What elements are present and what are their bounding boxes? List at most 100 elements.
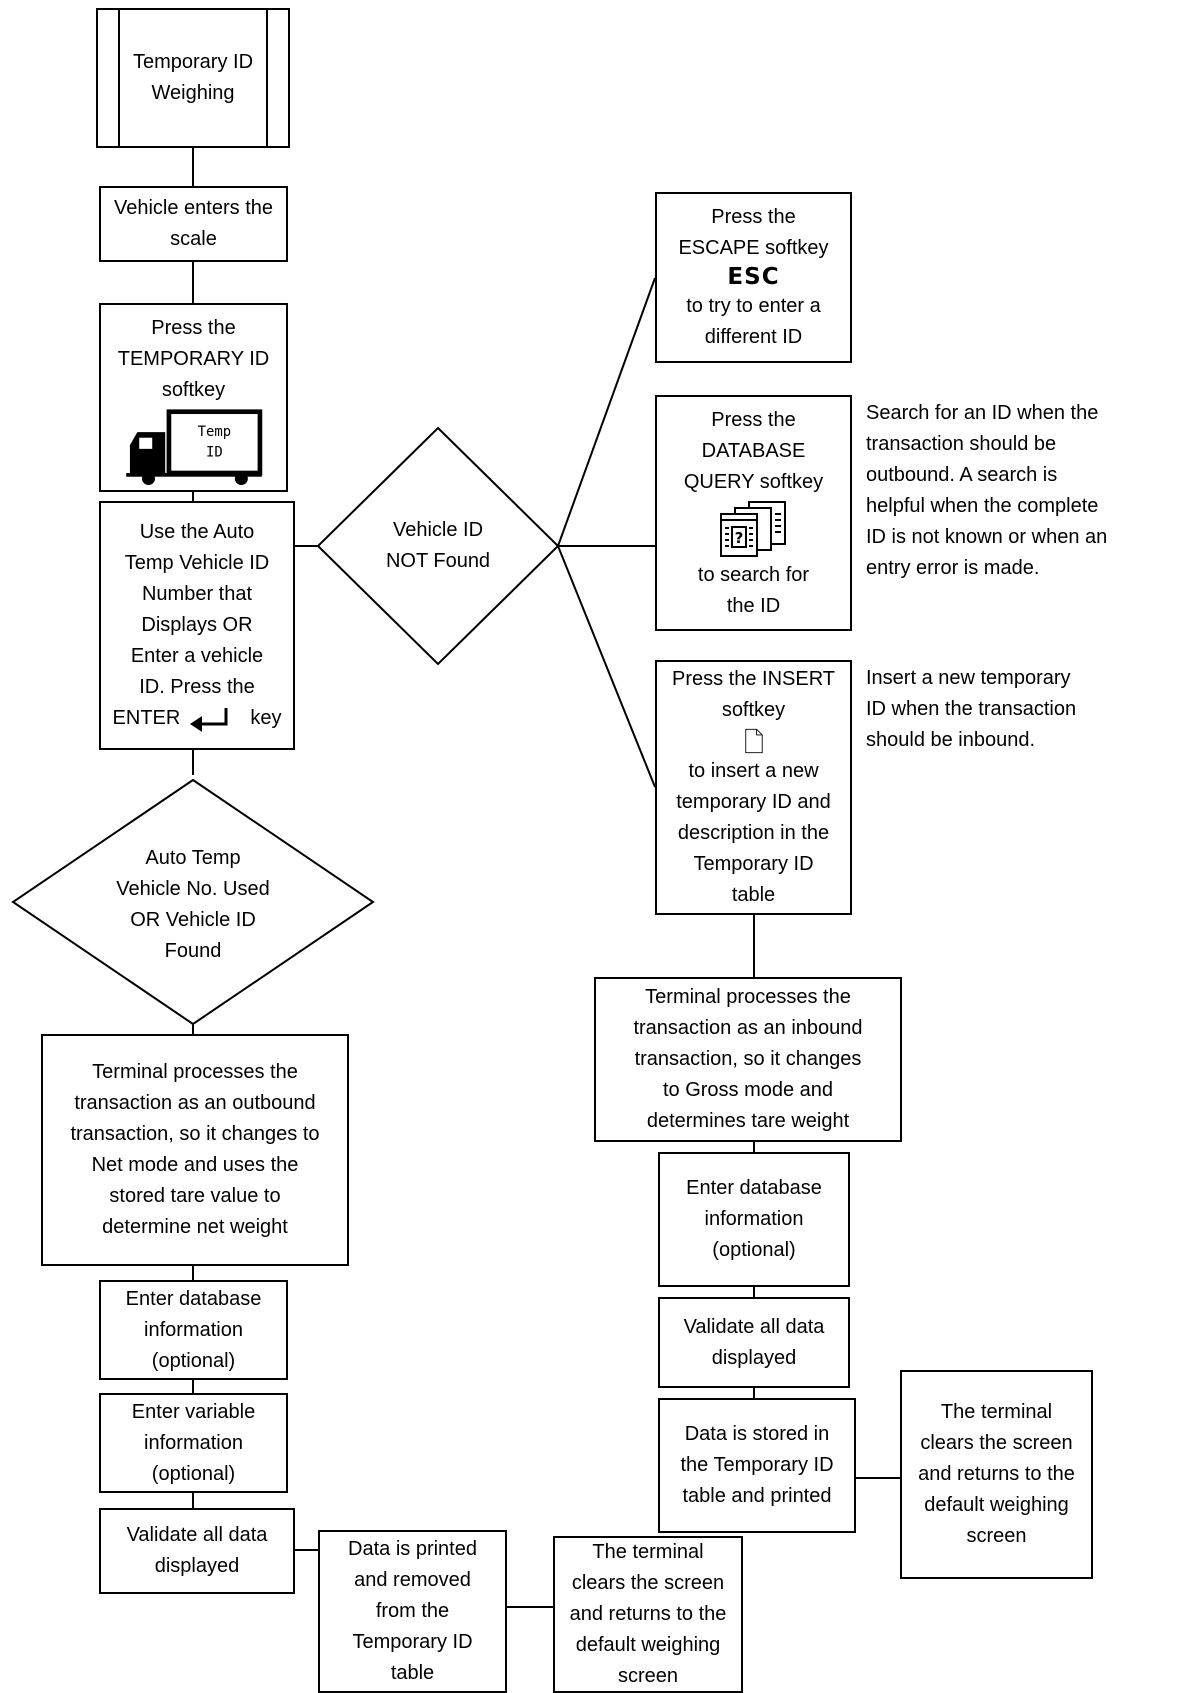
inbound-line-1: Terminal processes the <box>645 986 851 1008</box>
temp-icon-text-1: Temp <box>197 424 231 440</box>
start-process-box: Temporary ID Weighing <box>96 8 290 148</box>
right-clears-line-4: default weighing <box>924 1494 1069 1516</box>
right-clears-line-3: and returns to the <box>918 1463 1075 1485</box>
left-db-line-2: information <box>144 1318 243 1341</box>
right-enter-database-box: Enter database information (optional) <box>658 1152 850 1287</box>
outbound-line-1: Terminal processes the <box>92 1061 298 1083</box>
query-note-line-6: entry error is made. <box>866 557 1040 579</box>
vehicle-enters-box: Vehicle enters the scale <box>99 186 288 262</box>
left-printed-line-1: Data is printed <box>348 1538 477 1560</box>
database-query-icon: ? <box>719 500 786 557</box>
outbound-line-5: stored tare value to <box>109 1185 281 1207</box>
query-note-line-3: outbound. A search is <box>866 464 1058 486</box>
query-line-2: DATABASE <box>701 439 806 462</box>
right-stored-line-2: the Temporary ID <box>680 1454 834 1476</box>
esc-line-2: ESCAPE softkey <box>678 236 829 259</box>
found-line-3: OR Vehicle ID <box>130 909 256 931</box>
outbound-line-3: transaction, so it changes to <box>70 1123 320 1145</box>
not-found-line-2: NOT Found <box>385 550 491 572</box>
outbound-line-2: transaction as an outbound <box>74 1092 316 1114</box>
left-clears-line-2: clears the screen <box>571 1572 725 1594</box>
query-note-line-1: Search for an ID when the <box>866 402 1099 424</box>
left-printed-line-2: and removed <box>354 1569 471 1591</box>
right-db-line-1: Enter database <box>686 1177 822 1199</box>
insert-line-1: Press the INSERT <box>671 668 836 690</box>
right-stored-line-1: Data is stored in <box>684 1423 830 1445</box>
right-validate-line-1: Validate all data <box>683 1315 825 1338</box>
left-terminal-clears-box: The terminal clears the screen and retur… <box>553 1536 743 1693</box>
right-clears-line-5: screen <box>966 1525 1027 1547</box>
left-enter-database-box: Enter database information (optional) <box>99 1280 288 1380</box>
right-data-stored-box: Data is stored in the Temporary ID table… <box>658 1398 856 1533</box>
database-query-softkey-box: Press the DATABASE QUERY softkey ? to se… <box>655 395 852 631</box>
temp-icon-text-2: ID <box>206 444 223 460</box>
insert-note-line-1: Insert a new temporary <box>866 667 1071 689</box>
query-line-4: to search for <box>697 563 810 586</box>
insert-description-note: Insert a new temporary ID when the trans… <box>866 663 1166 756</box>
key-word: key <box>250 707 282 729</box>
inbound-line-4: to Gross mode and <box>662 1079 834 1101</box>
right-db-line-3: (optional) <box>712 1239 796 1261</box>
left-clears-line-4: default weighing <box>575 1634 721 1656</box>
right-db-line-2: information <box>704 1208 804 1230</box>
insert-document-icon <box>744 728 763 754</box>
left-clears-line-3: and returns to the <box>569 1603 727 1625</box>
temp-id-truck-icon: Temp ID <box>125 409 262 486</box>
inbound-line-2: transaction as an inbound <box>633 1017 863 1039</box>
temp-softkey-line-3: softkey <box>161 379 226 401</box>
query-note-line-4: helpful when the complete <box>866 495 1099 517</box>
query-note-line-5: ID is not known or when an <box>866 526 1108 548</box>
right-clears-line-1: The terminal <box>940 1401 1053 1423</box>
insert-line-6: Temporary ID <box>693 853 814 875</box>
enter-word: ENTER <box>112 707 181 729</box>
esc-line-4: different ID <box>704 326 803 349</box>
left-clears-line-1: The terminal <box>592 1541 704 1563</box>
inbound-processing-box: Terminal processes the transaction as an… <box>594 977 902 1142</box>
temp-softkey-line-1: Press the <box>151 317 236 339</box>
outbound-processing-box: Terminal processes the transaction as an… <box>41 1034 349 1266</box>
outbound-line-4: Net mode and uses the <box>91 1154 299 1176</box>
inbound-line-5: determines tare weight <box>646 1110 850 1132</box>
enter-key-icon <box>190 707 228 732</box>
left-printed-line-4: Temporary ID <box>352 1631 473 1653</box>
right-validate-line-2: displayed <box>711 1346 797 1369</box>
query-line-3: QUERY softkey <box>683 470 824 493</box>
insert-line-7: table <box>731 884 776 906</box>
left-var-line-3: (optional) <box>151 1462 236 1485</box>
left-printed-line-5: table <box>390 1662 435 1684</box>
not-found-line-1: Vehicle ID <box>392 519 484 541</box>
temp-softkey-line-2: TEMPORARY ID <box>117 348 270 370</box>
query-line-5: the ID <box>726 594 781 617</box>
left-var-line-1: Enter variable <box>131 1400 256 1423</box>
vehicle-enters-line-2: scale <box>170 228 217 250</box>
insert-line-3: to insert a new <box>688 760 819 782</box>
insert-note-line-3: should be inbound. <box>866 729 1036 751</box>
use-auto-line-7: ENTER key <box>112 703 282 734</box>
query-line-1: Press the <box>711 408 796 431</box>
left-db-line-1: Enter database <box>125 1287 262 1310</box>
svg-text:?: ? <box>734 529 743 547</box>
vehicle-id-not-found-decision: Vehicle ID NOT Found <box>360 496 516 596</box>
left-var-line-2: information <box>144 1431 243 1454</box>
insert-softkey-box: Press the INSERT softkey to insert a new… <box>655 660 852 915</box>
found-line-1: Auto Temp <box>145 847 241 869</box>
vehicle-enters-line-1: Vehicle enters the <box>114 197 273 219</box>
left-printed-line-3: from the <box>375 1600 450 1622</box>
search-description-note: Search for an ID when the transaction sh… <box>866 398 1176 584</box>
found-line-2: Vehicle No. Used <box>116 878 270 900</box>
left-validate-box: Validate all data displayed <box>99 1508 295 1594</box>
right-validate-box: Validate all data displayed <box>658 1297 850 1388</box>
use-auto-line-1: Use the Auto <box>139 521 255 543</box>
start-line-2: Weighing <box>151 82 235 104</box>
left-clears-line-5: screen <box>617 1665 679 1687</box>
query-note-line-2: transaction should be <box>866 433 1057 455</box>
use-auto-line-2: Temp Vehicle ID <box>124 552 270 574</box>
use-auto-line-6: ID. Press the <box>139 676 255 698</box>
use-auto-line-3: Number that <box>141 583 253 605</box>
esc-line-3: to try to enter a <box>686 295 821 318</box>
right-clears-line-2: clears the screen <box>920 1432 1073 1454</box>
left-validate-line-2: displayed <box>154 1555 240 1577</box>
left-validate-line-1: Validate all data <box>126 1524 268 1546</box>
start-line-1: Temporary ID <box>132 51 254 73</box>
